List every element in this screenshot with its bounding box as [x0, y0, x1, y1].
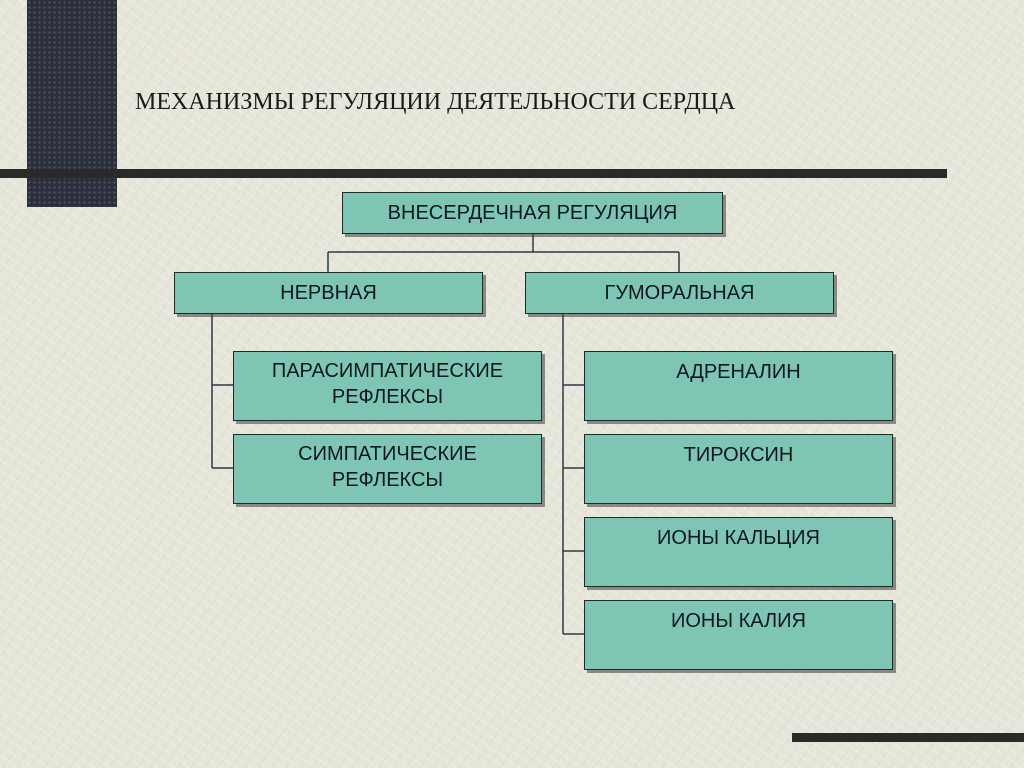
node-humoral: ГУМОРАЛЬНАЯ: [525, 272, 834, 314]
node-label-line-2: РЕФЛЕКСЫ: [331, 469, 444, 491]
node-label-line-2: РЕФЛЕКСЫ: [331, 386, 444, 408]
node-label: ИОНЫ КАЛЬЦИЯ: [657, 527, 820, 549]
node-label-line-1: ПАРАСИМПАТИЧЕСКИЕ: [271, 360, 504, 382]
node-sympathetic-reflexes: СИМПАТИЧЕСКИЕ РЕФЛЕКСЫ: [233, 434, 542, 504]
bottom-divider-rule: [792, 733, 1024, 742]
node-potassium-ions: ИОНЫ КАЛИЯ: [584, 600, 893, 670]
slide-title: МЕХАНИЗМЫ РЕГУЛЯЦИИ ДЕЯТЕЛЬНОСТИ СЕРДЦА: [135, 89, 736, 115]
node-label: ИОНЫ КАЛИЯ: [670, 610, 806, 632]
node-label-line-1: СИМПАТИЧЕСКИЕ: [298, 443, 477, 465]
node-label: ТИРОКСИН: [683, 444, 794, 466]
node-thyroxine: ТИРОКСИН: [584, 434, 893, 504]
node-nervous: НЕРВНАЯ: [174, 272, 483, 314]
node-label: АДРЕНАЛИН: [676, 361, 801, 383]
node-extracardiac-regulation: ВНЕСЕРДЕЧНАЯ РЕГУЛЯЦИЯ: [342, 192, 723, 234]
node-label: ГУМОРАЛЬНАЯ: [604, 282, 755, 304]
node-calcium-ions: ИОНЫ КАЛЬЦИЯ: [584, 517, 893, 587]
node-label: ВНЕСЕРДЕЧНАЯ РЕГУЛЯЦИЯ: [387, 202, 678, 224]
node-adrenaline: АДРЕНАЛИН: [584, 351, 893, 421]
top-divider-rule: [0, 169, 947, 178]
node-parasympathetic-reflexes: ПАРАСИМПАТИЧЕСКИЕ РЕФЛЕКСЫ: [233, 351, 542, 421]
node-label: НЕРВНАЯ: [280, 282, 377, 304]
